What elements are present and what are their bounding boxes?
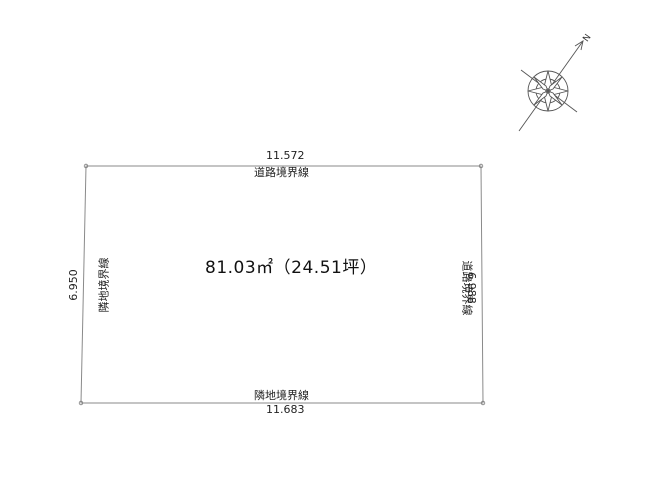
right-edge-length: 6.988 [464,272,478,304]
corner-marker-bottom-left [78,400,84,406]
corner-marker-bottom-right [480,400,486,406]
bottom-edge-boundary: 隣地境界線 [254,389,309,402]
left-edge-boundary: 隣地境界線 [97,257,111,313]
top-edge-boundary: 道路境界線 [254,166,309,179]
north-label: N [582,33,594,44]
lot-area: 81.03㎡（24.51坪） [205,258,378,278]
bottom-edge-length: 11.683 [266,403,305,416]
north-arrow-compass-rose-icon [518,40,584,132]
corner-marker-top-right [478,163,484,169]
lot-boundary [80,165,484,404]
top-edge-length: 11.572 [266,149,305,162]
left-edge-length: 6.950 [66,269,80,301]
corner-marker-top-left [83,163,89,169]
